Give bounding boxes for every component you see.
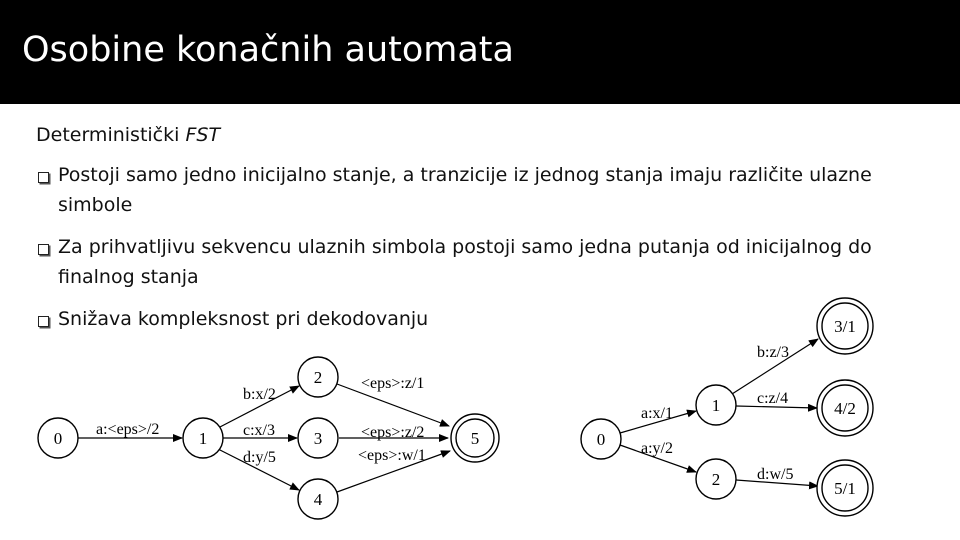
arc-label: a:<eps>/2 (96, 421, 159, 438)
bullet-text: Za prihvatljivu sekvencu ulaznih simbola… (58, 236, 872, 288)
square-bullet-icon (38, 172, 49, 183)
arc-1-2 (217, 385, 300, 429)
state-label: 1 (199, 429, 208, 448)
arc-label: b:z/3 (757, 344, 789, 361)
arc-0-1 (619, 409, 697, 434)
arc-label: d:y/5 (243, 449, 276, 466)
arc-label: <eps>:z/2 (361, 424, 424, 441)
state-4-2-final-inner (821, 384, 869, 432)
state-1 (695, 384, 737, 426)
state-label: 2 (712, 470, 721, 489)
state-2 (695, 458, 737, 500)
state-label: 4/2 (834, 399, 856, 418)
state-label: 3/1 (834, 317, 856, 336)
arc-2-5-1 (735, 479, 819, 490)
right-fst-arc-labels: a:x/1 a:y/2 b:z/3 c:z/4 d:w/5 (641, 344, 793, 483)
state-label: 4 (314, 490, 323, 509)
state-5-final-inner (455, 418, 495, 458)
left-fst-arc-labels: a:<eps>/2 b:x/2 c:x/3 d:y/5 <eps>:z/1 <e… (96, 375, 426, 466)
bullet-item: Postoji samo jedno inicijalno stanje, a … (36, 160, 936, 220)
arc-1-4-2 (735, 403, 818, 412)
bullet-text: Postoji samo jedno inicijalno stanje, a … (58, 164, 872, 216)
title-bar: Osobine konačnih automata (0, 0, 960, 104)
state-3 (297, 417, 339, 459)
bullet-item: Snižava kompleksnost pri dekodovanju (36, 304, 936, 334)
left-fst-diagram: 0 1 2 3 4 5 a:<eps>/2 b:x/2 c:x/3 d:y/5 … (37, 356, 500, 520)
right-fst-state-labels: 0 1 2 3/1 4/2 5/1 (597, 317, 856, 498)
state-0 (37, 417, 79, 459)
arc-label: <eps>:z/1 (361, 375, 424, 392)
state-4 (297, 478, 339, 520)
slide-title: Osobine konačnih automata (22, 30, 514, 70)
left-fst-state-labels: 0 1 2 3 4 5 (54, 368, 480, 509)
arc-label: b:x/2 (243, 386, 276, 403)
heading-text: Deterministički (36, 124, 186, 146)
state-label: 5/1 (834, 479, 856, 498)
state-3-1-final-inner (821, 302, 869, 350)
bullet-item: Za prihvatljivu sekvencu ulaznih simbola… (36, 232, 936, 292)
arc-1-4 (217, 448, 300, 491)
section-heading: Deterministički FST (36, 122, 936, 148)
state-label: 0 (54, 429, 63, 448)
arc-label: d:w/5 (757, 466, 793, 483)
arc-label: a:x/1 (641, 405, 673, 422)
arc-label: c:z/4 (757, 390, 788, 407)
state-0 (580, 418, 622, 460)
bullet-text: Snižava kompleksnost pri dekodovanju (58, 308, 429, 330)
slide-content: Deterministički FST Postoji samo jedno i… (36, 122, 936, 334)
right-fst-states (580, 297, 874, 517)
state-label: 5 (471, 429, 480, 448)
arc-0-2 (619, 444, 697, 473)
arc-label: <eps>:w/1 (358, 447, 426, 464)
arc-2-5 (336, 383, 450, 427)
state-label: 2 (314, 368, 323, 387)
state-1 (182, 417, 224, 459)
arc-4-5 (336, 450, 451, 493)
right-fst-diagram: 0 1 2 3/1 4/2 5/1 a:x/1 a:y/2 b:z/3 c:z/… (580, 297, 874, 517)
arc-label: a:y/2 (641, 440, 673, 457)
state-label: 3 (314, 429, 323, 448)
state-5-1-final-inner (821, 464, 869, 512)
arc-1-3-1 (731, 338, 819, 395)
heading-emphasis: FST (185, 124, 221, 146)
state-label: 1 (712, 396, 721, 415)
state-2 (297, 356, 339, 398)
arc-label: c:x/3 (243, 422, 275, 439)
right-fst-arcs (619, 338, 819, 490)
state-label: 0 (597, 430, 606, 449)
square-bullet-icon (38, 244, 49, 255)
left-fst-states (37, 356, 500, 520)
left-fst-arcs (78, 383, 451, 493)
square-bullet-icon (38, 316, 49, 327)
